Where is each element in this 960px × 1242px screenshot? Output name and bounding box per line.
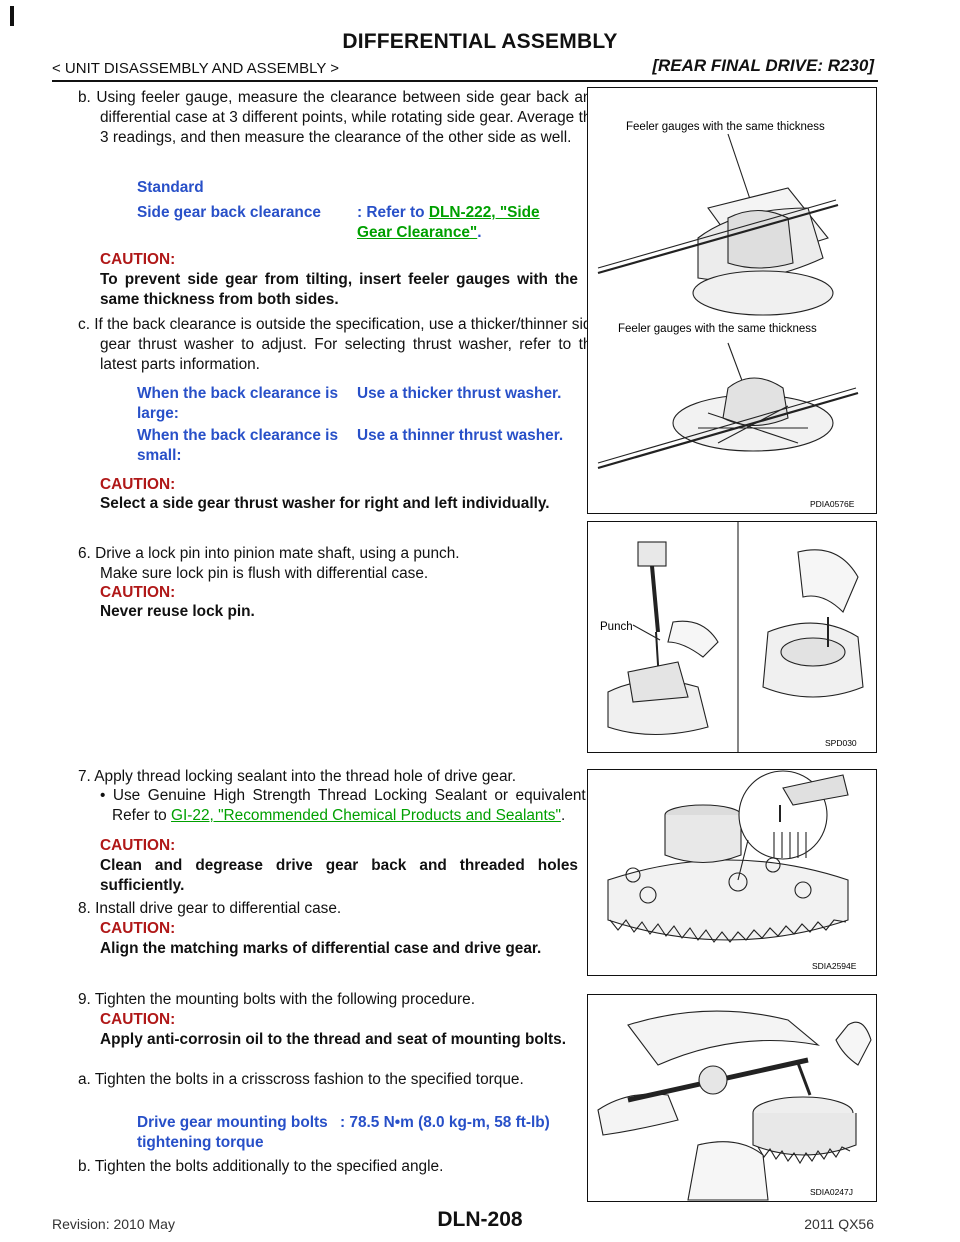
figure-thread-sealant: SDIA2594E xyxy=(587,769,877,976)
step-6-note: Make sure lock pin is flush with differe… xyxy=(100,565,429,582)
step-7: 7. Apply thread locking sealant into the… xyxy=(78,768,517,785)
caution-text: Select a side gear thrust washer for rig… xyxy=(100,495,550,512)
step-9a: a. Tighten the bolts in a crisscross fas… xyxy=(78,1071,524,1088)
caution-text: To prevent side gear from tilting, inser… xyxy=(100,271,578,308)
figure-code: SDIA2594E xyxy=(812,961,857,971)
small-clearance-value: Use a thinner thrust washer. xyxy=(357,427,564,444)
torque-value: : 78.5 N•m (8.0 kg-m, 58 ft-lb) xyxy=(340,1114,550,1131)
breadcrumb: < UNIT DISASSEMBLY AND ASSEMBLY > xyxy=(52,60,340,77)
figure-code: SPD030 xyxy=(825,738,857,748)
feeler-label-bottom: Feeler gauges with the same thickness xyxy=(618,323,817,335)
spec-suffix: . xyxy=(477,224,482,241)
revision-marker xyxy=(10,6,14,26)
torque-wrench-illustration: SDIA0247J xyxy=(597,1010,872,1201)
caution-label: CAUTION: xyxy=(100,1011,176,1028)
figure-code: SDIA0247J xyxy=(810,1187,853,1197)
punch-illustration: Punch SPD030 xyxy=(600,522,864,752)
spec-label: Side gear back clearance xyxy=(137,204,321,221)
torque-label: Drive gear mounting bolts tightening tor… xyxy=(137,1114,328,1151)
section-label: [REAR FINAL DRIVE: R230] xyxy=(652,56,874,75)
punch-label: Punch xyxy=(600,621,633,633)
bullet-text: • Use Genuine High Strength Thread Locki… xyxy=(100,787,590,824)
step-c-adjust: c. If the back clearance is outside the … xyxy=(78,316,600,373)
caution-text: Apply anti-corrosin oil to the thread an… xyxy=(100,1031,567,1048)
step-9b: b. Tighten the bolts additionally to the… xyxy=(78,1158,444,1175)
step-b-measure: b. Using feeler gauge, measure the clear… xyxy=(78,89,600,146)
step-8: 8. Install drive gear to differential ca… xyxy=(78,900,342,917)
step-6: 6. Drive a lock pin into pinion mate sha… xyxy=(78,545,460,562)
feeler-gauge-illustration: Feeler gauges with the same thickness Fe… xyxy=(597,121,859,509)
step-9: 9. Tighten the mounting bolts with the f… xyxy=(78,991,475,1008)
spec-prefix: : Refer to xyxy=(357,204,429,221)
caution-label: CAUTION: xyxy=(100,920,176,937)
figure-lock-pin-punch: Punch SPD030 xyxy=(587,521,877,753)
caution-label: CAUTION: xyxy=(100,584,176,601)
page-title: DIFFERENTIAL ASSEMBLY xyxy=(342,30,618,53)
caution-label: CAUTION: xyxy=(100,476,176,493)
small-clearance-label: When the back clearance is small: xyxy=(137,427,339,464)
link-side-gear-clearance[interactable]: DLN-222, "Side Gear Clearance" xyxy=(357,204,540,241)
link-chemical-products[interactable]: GI-22, "Recommended Chemical Products an… xyxy=(171,807,561,824)
model-year: 2011 QX56 xyxy=(804,1216,874,1232)
spec-heading: Standard xyxy=(137,179,204,196)
caution-text: Clean and degrease drive gear back and t… xyxy=(100,857,578,894)
header-rule xyxy=(52,80,878,82)
caution-text: Align the matching marks of differential… xyxy=(100,940,542,957)
figure-torque-wrench: SDIA0247J xyxy=(587,994,877,1202)
sealant-illustration: SDIA2594E xyxy=(607,770,857,971)
caution-label: CAUTION: xyxy=(100,837,176,854)
figure-code: PDIA0576E xyxy=(810,499,855,509)
spec-value: : Refer to DLN-222, "Side Gear Clearance… xyxy=(357,203,567,243)
large-clearance-label: When the back clearance is large: xyxy=(137,385,339,422)
bullet-suffix: . xyxy=(560,807,566,824)
caution-text: Never reuse lock pin. xyxy=(100,603,255,620)
step-7-bullet: • Use Genuine High Strength Thread Locki… xyxy=(100,786,590,826)
revision-date: Revision: 2010 May xyxy=(52,1216,175,1232)
large-clearance-value: Use a thicker thrust washer. xyxy=(357,385,562,402)
feeler-label-top: Feeler gauges with the same thickness xyxy=(626,121,825,133)
figure-feeler-gauges: Feeler gauges with the same thickness Fe… xyxy=(587,87,877,514)
page-number: DLN-208 xyxy=(437,1208,523,1231)
caution-label: CAUTION: xyxy=(100,251,176,268)
